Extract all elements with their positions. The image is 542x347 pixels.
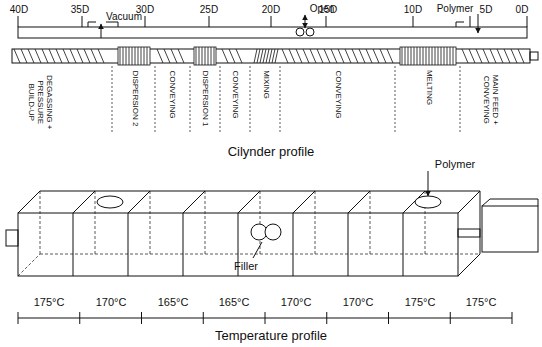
feed-port xyxy=(415,196,441,208)
polymer-arrow xyxy=(428,171,429,196)
port-symbol xyxy=(306,28,314,36)
temperature-value: 175°C xyxy=(34,296,65,308)
die xyxy=(6,230,18,246)
scale-mark: 25D xyxy=(200,4,218,15)
barrel-segments xyxy=(73,191,425,276)
barrel-bar xyxy=(18,27,527,38)
zone-label: MIXING xyxy=(261,70,270,98)
section-caption: Cilynder profile xyxy=(228,145,315,159)
filler-label: Filler xyxy=(234,260,258,272)
temperature-value: 165°C xyxy=(158,296,189,308)
zone-separators xyxy=(112,66,460,134)
temperature-value: 175°C xyxy=(466,296,497,308)
zone-label: MELTING xyxy=(424,70,433,105)
filler-port xyxy=(265,224,281,240)
scale-mark: 40D xyxy=(10,4,28,15)
zone-label: DEGASSING + PRESSURE BUILD-UP xyxy=(27,70,53,134)
scale-mark: 35D xyxy=(71,4,89,15)
scale-mark: 0D xyxy=(516,4,529,15)
section-caption: Temperature profile xyxy=(215,329,327,343)
vacuum-arrow xyxy=(101,24,102,38)
feed-label: Polymer xyxy=(435,158,475,170)
motor-box xyxy=(482,199,490,206)
screw-flights xyxy=(14,47,524,65)
zone-label: DISPERSION 1 xyxy=(201,70,210,126)
motor-box xyxy=(490,199,538,200)
motor-box xyxy=(538,199,539,206)
zone-label: CONVEYING xyxy=(168,70,177,118)
scale-ticks xyxy=(18,16,527,27)
zone-label: CONVEYING xyxy=(231,70,240,118)
port-symbol xyxy=(296,28,304,36)
leader-line xyxy=(253,242,262,258)
scale-mark: 5D xyxy=(480,4,493,15)
temperature-value: 170°C xyxy=(343,296,374,308)
port-label: Polymer xyxy=(437,3,474,14)
zone-label: MAIN FEED + CONVEYING xyxy=(481,70,499,130)
scale-mark: 10D xyxy=(404,4,422,15)
temperature-value: 170°C xyxy=(96,296,127,308)
scale-mark: 20D xyxy=(262,4,280,15)
motor-box xyxy=(482,206,538,252)
motor-shaft xyxy=(458,229,480,237)
temperature-value: 170°C xyxy=(281,296,312,308)
temperature-value: 165°C xyxy=(219,296,250,308)
vent-port xyxy=(97,196,123,208)
temperature-value: 175°C xyxy=(405,296,436,308)
temperature-ticks xyxy=(18,312,512,324)
port-label: Vacuum xyxy=(106,11,142,22)
port-label: Open xyxy=(310,3,334,14)
polymer-arrow xyxy=(478,14,479,33)
zone-label: DISPERSION 2 xyxy=(131,70,140,126)
zone-label: CONVEYING xyxy=(334,70,343,118)
open-arrow xyxy=(305,15,306,28)
barrel-box xyxy=(18,191,480,276)
screw-shank xyxy=(530,52,538,60)
